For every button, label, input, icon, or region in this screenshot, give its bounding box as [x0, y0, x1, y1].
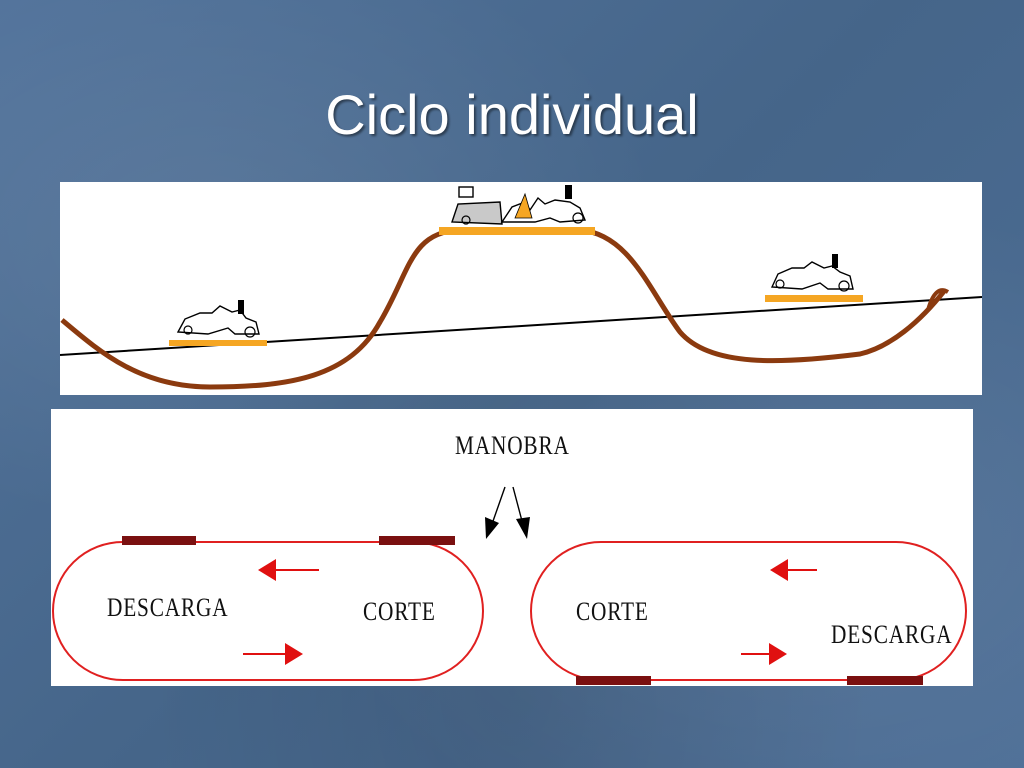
- right-cut-label: CORTE: [576, 597, 649, 626]
- work-cycle-diagram: [52, 486, 967, 685]
- bulldozer-right: [765, 254, 863, 302]
- right-arrow-to-cut: [770, 559, 817, 581]
- left-arrow-to-unload: [258, 559, 319, 581]
- right-arrow-to-unload: [741, 643, 787, 665]
- maneuver-label: MANOBRA: [455, 431, 570, 460]
- left-unload-label: DESCARGA: [107, 593, 229, 622]
- left-cut-label: CORTE: [363, 597, 436, 626]
- terrain-profile-diagram: [60, 185, 982, 390]
- right-unload-label: DESCARGA: [831, 620, 953, 649]
- right-cycle-loop: [530, 541, 967, 681]
- right-loop-bar-2: [847, 676, 923, 685]
- terrain-profile-panel: [60, 182, 982, 395]
- right-loop-bar-1: [576, 676, 651, 685]
- left-cycle-loop: [52, 541, 484, 681]
- work-cycle-panel: MANOBRA DESCARGA CORTE CORTE DESCARGA: [51, 409, 973, 686]
- bulldozer-left: [169, 300, 267, 346]
- maneuver-arrows: [485, 486, 530, 539]
- bulldozer-top: [439, 185, 595, 235]
- left-loop-bar-1: [122, 536, 196, 545]
- left-loop-bar-2: [379, 536, 455, 545]
- terrain-curve-end: [926, 288, 950, 311]
- left-arrow-to-cut: [243, 643, 303, 665]
- slide-title: Ciclo individual: [325, 83, 699, 146]
